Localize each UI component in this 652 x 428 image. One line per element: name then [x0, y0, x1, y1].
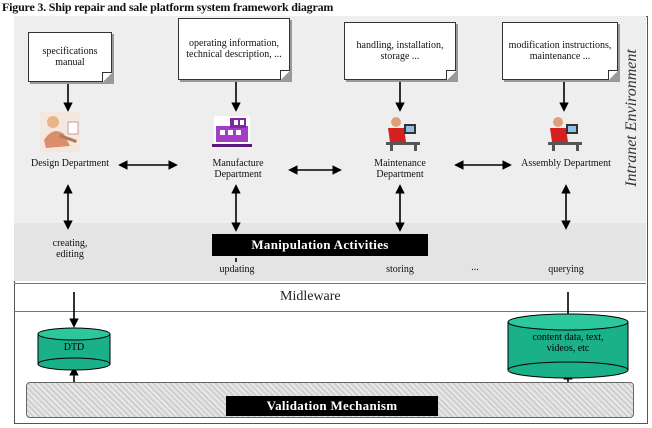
dtd-label: DTD	[63, 342, 85, 353]
document-text: operating information, technical descrip…	[186, 38, 282, 60]
worker-at-desk-icon	[544, 112, 584, 152]
middleware-top-line	[14, 283, 646, 284]
content-data-label: content data, text, videos, etc	[532, 332, 604, 354]
op-storing: storing	[386, 264, 414, 275]
document-text: modification instructions, maintenance .…	[508, 40, 612, 62]
department-design: Design Department	[30, 158, 110, 169]
op-updating: updating	[219, 264, 255, 275]
department-assembly: Assembly Department	[521, 158, 611, 169]
document-text: handling, installation, storage ...	[356, 40, 444, 62]
worker-at-desk-icon	[382, 112, 422, 152]
figure-caption: Figure 3. Ship repair and sale platform …	[2, 0, 334, 14]
validation-mechanism-bar: Validation Mechanism	[226, 396, 438, 416]
manipulation-activities-bar: Manipulation Activities	[212, 234, 428, 256]
engineer-icon	[40, 112, 80, 152]
document-note-2: operating information, technical descrip…	[178, 18, 290, 80]
document-note-4: modification instructions, maintenance .…	[502, 22, 618, 80]
middleware-label: Midleware	[280, 289, 341, 304]
dtd-database-icon	[37, 327, 111, 371]
op-querying: querying	[548, 264, 584, 275]
document-text: specifications manual	[42, 46, 98, 68]
document-note-1: specifications manual	[28, 32, 112, 82]
content-database-icon	[507, 313, 629, 379]
factory-icon	[212, 116, 252, 147]
middleware-bottom-line	[14, 311, 646, 312]
department-manufacture: Manufacture Department	[212, 158, 264, 180]
op-ellipsis: ...	[471, 262, 479, 273]
op-creating-editing: creating, editing	[52, 238, 88, 260]
department-maintenance: Maintenance Department	[374, 158, 426, 180]
document-note-3: handling, installation, storage ...	[344, 22, 456, 80]
